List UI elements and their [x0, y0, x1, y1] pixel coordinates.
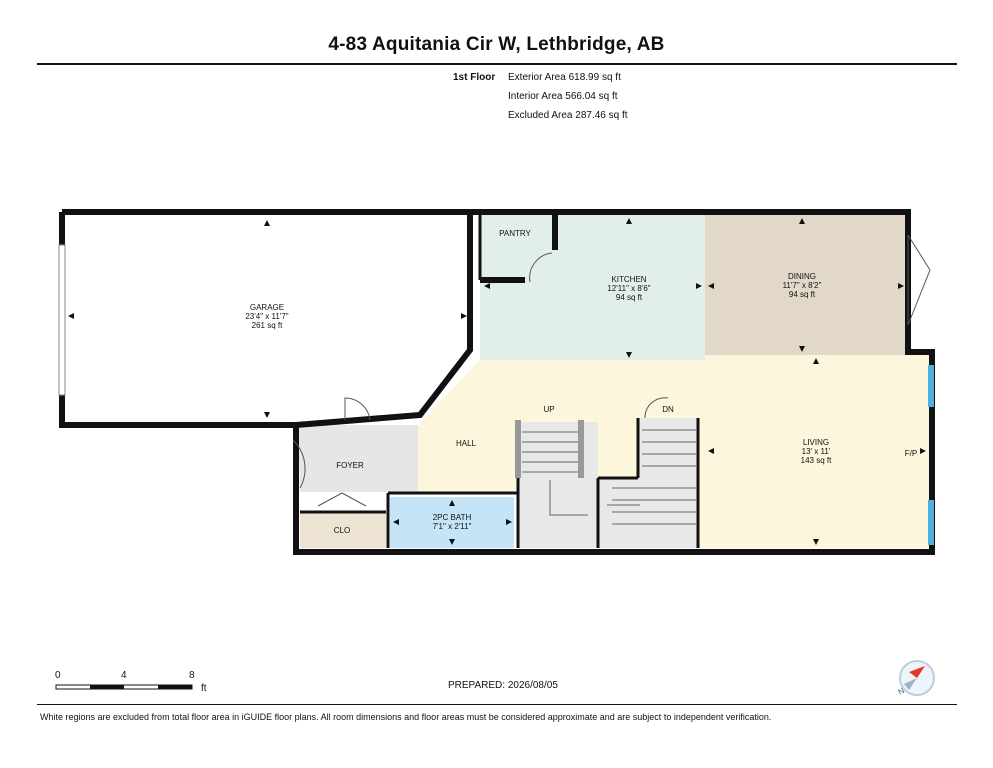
scale-unit: ft: [201, 683, 207, 694]
stair-dn-upper-fill: [638, 418, 698, 480]
dimension-arrows: [68, 218, 926, 545]
prepared-date: PREPARED: 2026/08/05: [448, 680, 558, 691]
fireplace-label: F/P: [905, 449, 917, 458]
dining-name: DINING: [788, 272, 816, 281]
foyer-fill: [298, 425, 418, 492]
living-area: 143 sq ft: [801, 456, 832, 465]
closet-name: CLO: [334, 526, 350, 535]
living-name: LIVING: [803, 438, 829, 447]
exterior-area: Exterior Area 618.99 sq ft: [508, 72, 621, 83]
plan-title: 4-83 Aquitania Cir W, Lethbridge, AB: [328, 34, 665, 55]
area-summary: Exterior Area 618.99 sq ft Interior Area…: [508, 68, 628, 125]
stair-dn-label: DN: [662, 405, 674, 414]
garage-door: [58, 244, 66, 396]
bath-dims: 7'1" x 2'11": [433, 522, 472, 531]
pantry-name: PANTRY: [499, 229, 531, 238]
excluded-area: Excluded Area 287.46 sq ft: [508, 110, 628, 121]
stair-treads: [522, 429, 696, 525]
stair-up-label: UP: [543, 405, 554, 414]
floor-label: 1st Floor: [453, 72, 496, 83]
living-window-upper: [928, 365, 934, 407]
kitchen-dims: 12'11" x 8'6": [607, 284, 650, 293]
dining-area: 94 sq ft: [789, 290, 816, 299]
bath-name: 2PC BATH: [433, 513, 472, 522]
svg-text:N: N: [897, 686, 907, 697]
scale-label-8: 8: [189, 670, 195, 681]
title-rule: [37, 63, 957, 65]
dining-dims: 11'7" x 8'2": [783, 281, 822, 290]
kitchen-area: 94 sq ft: [616, 293, 643, 302]
north-arrow-icon: N: [897, 660, 935, 697]
stair-dn-fill: [598, 478, 698, 548]
hall-name: HALL: [456, 439, 477, 448]
stair-up-fill: [518, 422, 598, 548]
garage-area: 261 sq ft: [252, 321, 283, 330]
stair-rail-right: [578, 420, 584, 478]
garage-dims: 23'4" x 11'7": [245, 312, 288, 321]
scale-label-4: 4: [121, 670, 127, 681]
closet-fill: [300, 512, 386, 548]
doors: [292, 234, 931, 507]
scale-bar: [55, 684, 193, 690]
dining-fill: [705, 215, 905, 355]
interior-area: Interior Area 566.04 sq ft: [508, 91, 618, 102]
garage-name: GARAGE: [250, 303, 284, 312]
stair-rail-left: [515, 420, 521, 478]
foyer-name: FOYER: [336, 461, 364, 470]
footer-rule: [37, 704, 957, 705]
living-window-lower: [928, 500, 934, 545]
kitchen-name: KITCHEN: [611, 275, 646, 284]
kitchen-fill: [480, 215, 705, 360]
disclaimer: White regions are excluded from total fl…: [40, 712, 772, 722]
scale-label-0: 0: [55, 670, 61, 681]
living-dims: 13' x 11': [802, 447, 831, 456]
